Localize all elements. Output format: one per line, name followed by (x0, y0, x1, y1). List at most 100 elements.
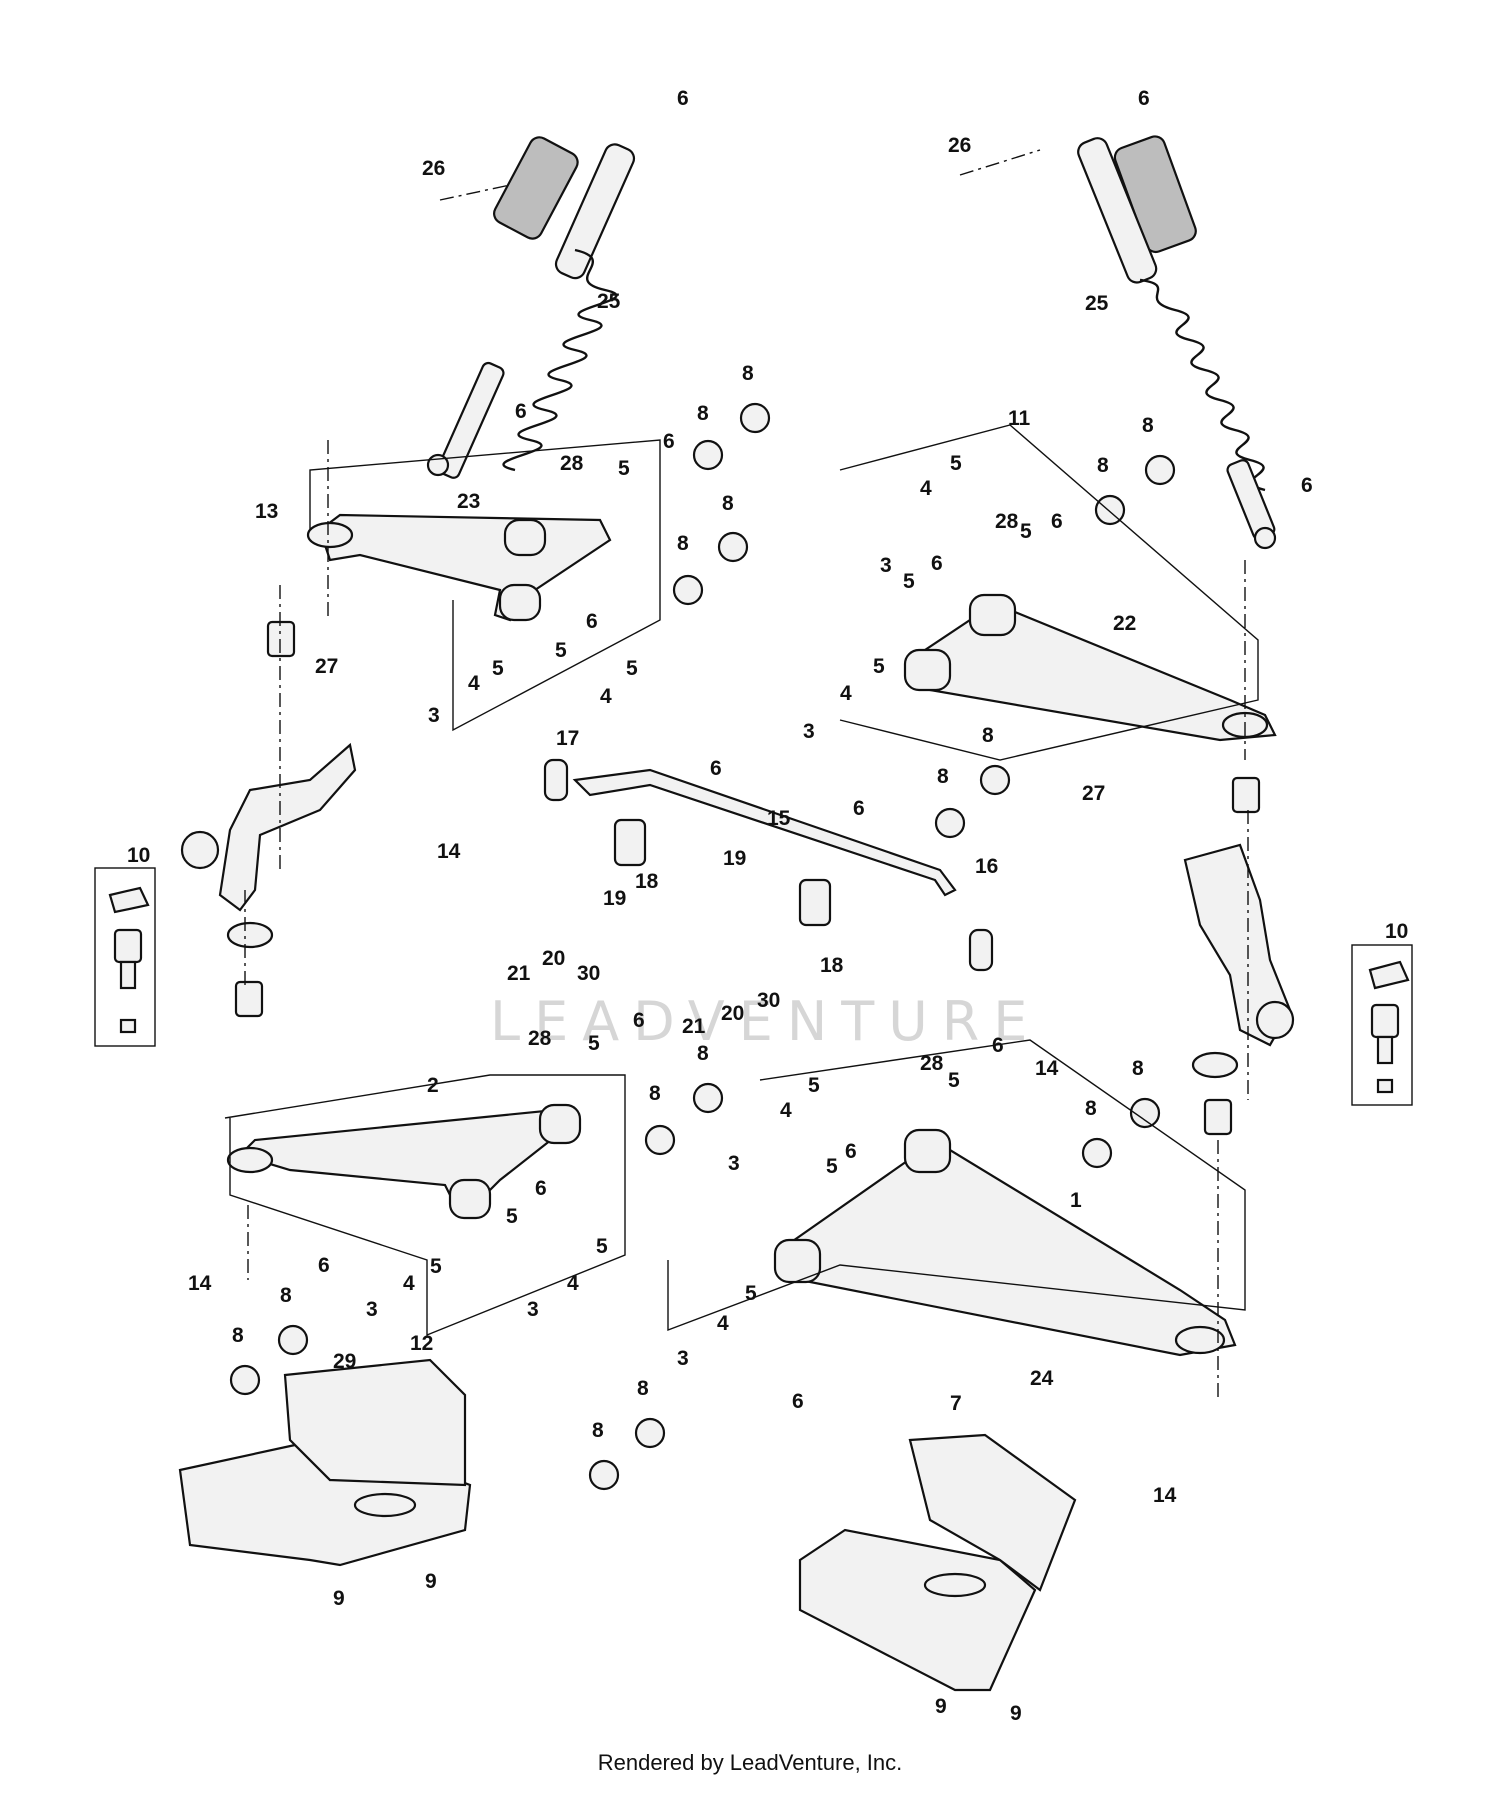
callout-6: 6 (992, 1034, 1004, 1057)
callout-8: 8 (592, 1419, 604, 1442)
callout-25: 25 (1085, 292, 1109, 315)
callout-4: 4 (468, 672, 480, 695)
callout-18: 18 (635, 870, 659, 893)
callout-8: 8 (232, 1324, 244, 1347)
callout-28: 28 (920, 1052, 944, 1075)
callout-21: 21 (682, 1015, 706, 1038)
callout-5: 5 (948, 1069, 960, 1092)
callout-25: 25 (597, 290, 621, 313)
callout-22: 22 (1113, 612, 1136, 635)
callout-6: 6 (535, 1177, 547, 1200)
callout-3: 3 (366, 1298, 378, 1321)
callout-27: 27 (315, 655, 338, 678)
callout-4: 4 (600, 685, 612, 708)
callout-5: 5 (826, 1155, 838, 1178)
callouts: 1 2 3 3 3 3 3 3 3 4 4 4 4 4 4 4 4 5 5 5 … (127, 87, 1408, 1725)
callout-19: 19 (723, 847, 746, 870)
callout-6: 6 (515, 400, 527, 423)
callout-5: 5 (430, 1255, 442, 1278)
callout-8: 8 (1142, 414, 1154, 437)
callout-24: 24 (1030, 1367, 1054, 1390)
lower-a-arm-right (773, 1128, 1237, 1357)
callout-6: 6 (853, 797, 865, 820)
callout-21: 21 (507, 962, 531, 985)
callout-6: 6 (845, 1140, 857, 1163)
callout-28: 28 (995, 510, 1019, 533)
callout-9: 9 (333, 1587, 345, 1610)
callout-5: 5 (873, 655, 885, 678)
watermark: LEADVENTURE (490, 990, 1041, 1053)
callout-5: 5 (626, 657, 638, 680)
callout-11: 11 (1008, 407, 1031, 430)
ball-joint-kit-right (1351, 944, 1413, 1106)
callout-5: 5 (492, 657, 504, 680)
callout-5: 5 (618, 457, 630, 480)
washers (229, 402, 1176, 1491)
callout-10: 10 (127, 844, 150, 867)
shock-absorber-left (426, 136, 636, 479)
callout-18: 18 (820, 954, 844, 977)
callout-4: 4 (403, 1272, 415, 1295)
callout-4: 4 (780, 1099, 792, 1122)
callout-8: 8 (1097, 454, 1109, 477)
callout-9: 9 (425, 1570, 437, 1593)
callout-5: 5 (555, 639, 567, 662)
callout-6: 6 (1138, 87, 1150, 110)
callout-15: 15 (767, 807, 791, 830)
callout-12: 12 (410, 1332, 433, 1355)
upper-a-arm-left (306, 513, 612, 622)
callout-8: 8 (649, 1082, 661, 1105)
callout-26: 26 (422, 157, 445, 180)
callout-6: 6 (677, 87, 689, 110)
callout-8: 8 (937, 765, 949, 788)
callout-27: 27 (1082, 782, 1105, 805)
skid-plate-right (798, 1433, 1077, 1692)
lower-a-arm-left (226, 1103, 582, 1220)
callout-14: 14 (188, 1272, 212, 1295)
callout-4: 4 (567, 1272, 579, 1295)
callout-16: 16 (975, 855, 998, 878)
callout-3: 3 (428, 704, 440, 727)
ball-joint-kit-left (94, 867, 156, 1047)
shock-absorber-right (1077, 135, 1277, 550)
callout-4: 4 (840, 682, 852, 705)
leader-lines (224, 149, 1259, 1400)
callout-30: 30 (577, 962, 600, 985)
callout-14: 14 (437, 840, 461, 863)
callout-5: 5 (745, 1282, 757, 1305)
callout-8: 8 (1085, 1097, 1097, 1120)
callout-3: 3 (880, 554, 892, 577)
callout-28: 28 (560, 452, 584, 475)
callout-5: 5 (506, 1205, 518, 1228)
footer-credit: Rendered by LeadVenture, Inc. (597, 1750, 903, 1775)
callout-14: 14 (1153, 1484, 1177, 1507)
callout-4: 4 (920, 477, 932, 500)
upper-a-arm-right (903, 593, 1277, 742)
callout-29: 29 (333, 1350, 356, 1373)
callout-5: 5 (950, 452, 962, 475)
stabilizer-bar (543, 758, 994, 972)
callout-1: 1 (1070, 1189, 1082, 1212)
callout-6: 6 (633, 1009, 645, 1032)
callout-5: 5 (588, 1032, 600, 1055)
callout-14: 14 (1035, 1057, 1059, 1080)
callout-5: 5 (596, 1235, 608, 1258)
callout-30: 30 (757, 989, 780, 1012)
callout-6: 6 (792, 1390, 804, 1413)
callout-8: 8 (280, 1284, 292, 1307)
skid-plate-left (178, 1358, 472, 1567)
callout-7: 7 (950, 1392, 962, 1415)
callout-19: 19 (603, 887, 626, 910)
callout-9: 9 (935, 1695, 947, 1718)
callout-9: 9 (1010, 1702, 1022, 1725)
callout-2: 2 (427, 1074, 439, 1097)
callout-10: 10 (1385, 920, 1408, 943)
callout-3: 3 (728, 1152, 740, 1175)
callout-6: 6 (663, 430, 675, 453)
callout-5: 5 (808, 1074, 820, 1097)
callout-3: 3 (527, 1298, 539, 1321)
callout-8: 8 (697, 1042, 709, 1065)
callout-8: 8 (697, 402, 709, 425)
callout-28: 28 (528, 1027, 552, 1050)
